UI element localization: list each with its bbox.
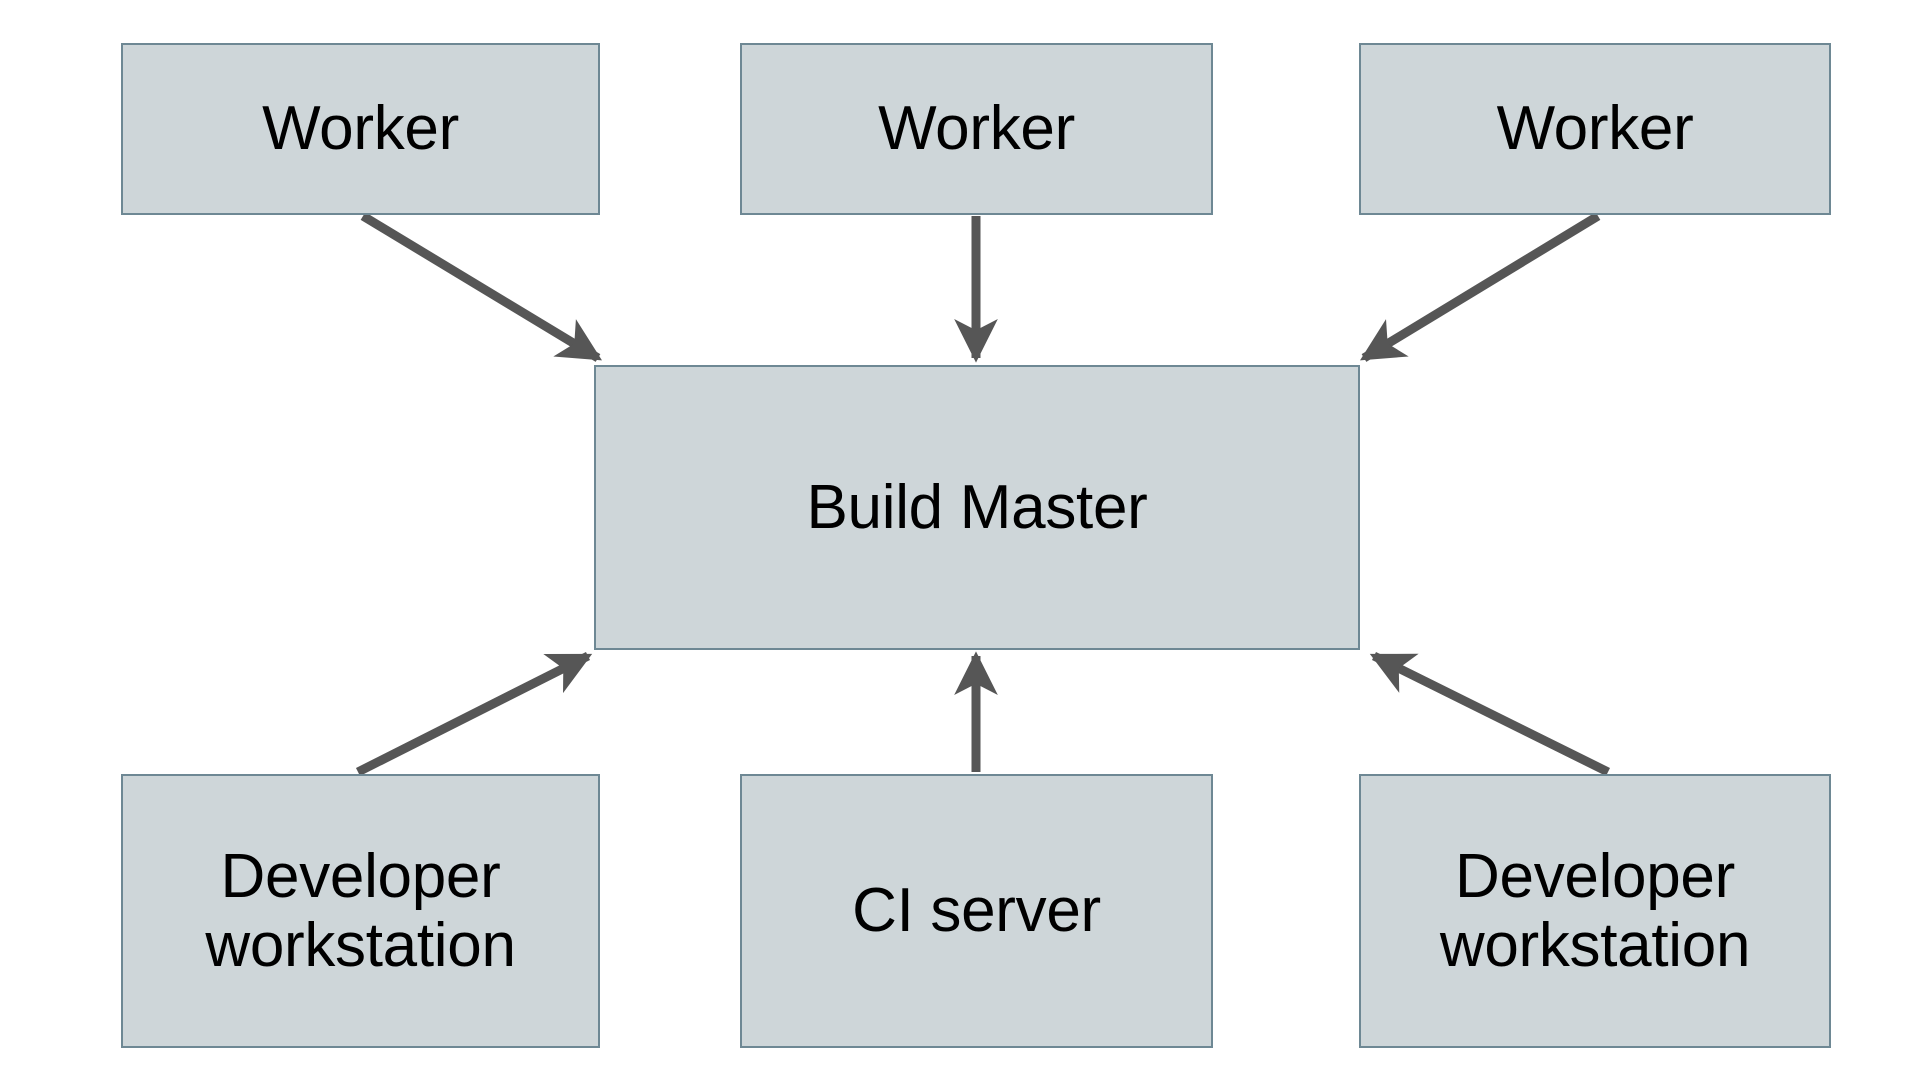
- edge-worker-right-to-master: [1359, 212, 1601, 362]
- node-worker-left-label: Worker: [262, 94, 459, 164]
- node-worker-center-label: Worker: [878, 94, 1075, 164]
- edge-dev-right-to-master: [1369, 651, 1610, 777]
- edge-worker-left-to-master: [360, 212, 603, 362]
- node-worker-right-label: Worker: [1496, 94, 1694, 164]
- node-developer-workstation-right-label: Developer workstation: [1439, 841, 1751, 980]
- node-worker-left[interactable]: Worker: [121, 43, 600, 215]
- node-build-master[interactable]: Build Master: [594, 365, 1360, 650]
- node-developer-workstation-right[interactable]: Developer workstation: [1359, 774, 1831, 1048]
- node-build-master-label: Build Master: [806, 472, 1148, 542]
- node-developer-workstation-left[interactable]: Developer workstation: [121, 774, 600, 1048]
- node-worker-right[interactable]: Worker: [1359, 43, 1831, 215]
- node-ci-server[interactable]: CI server: [740, 774, 1213, 1048]
- edge-dev-left-to-master: [355, 651, 593, 777]
- node-worker-center[interactable]: Worker: [740, 43, 1213, 215]
- node-ci-server-label: CI server: [852, 876, 1101, 946]
- node-developer-workstation-left-label: Developer workstation: [205, 841, 516, 980]
